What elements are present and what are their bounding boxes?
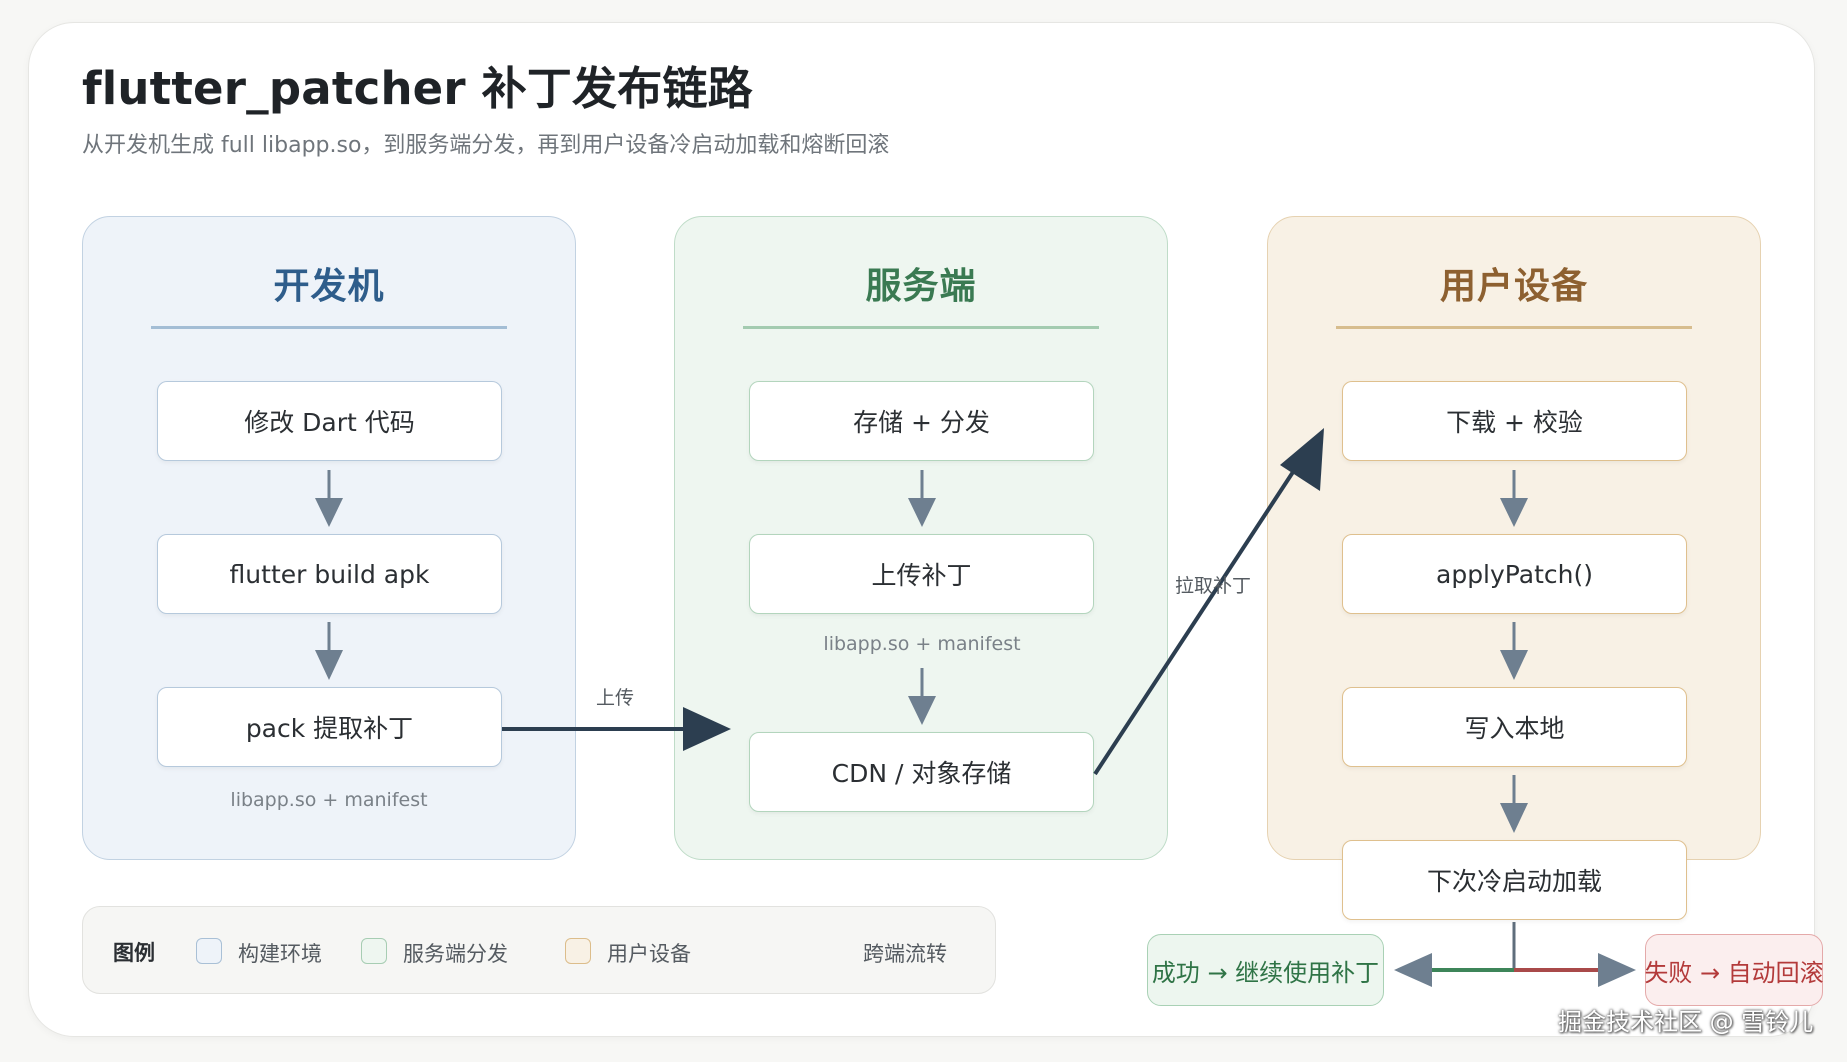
column-divider (151, 326, 507, 329)
legend-swatch-user-device (565, 938, 591, 964)
edge-label-upload: 上传 (596, 687, 635, 709)
node-apply-patch: applyPatch() (1342, 534, 1687, 614)
page-title: flutter_patcher 补丁发布链路 (82, 62, 753, 115)
node-edit-dart-code: 修改 Dart 代码 (157, 381, 502, 461)
node-flutter-build-apk: flutter build apk (157, 534, 502, 614)
node-next-cold-start-load: 下次冷启动加载 (1342, 840, 1687, 920)
column-divider (1336, 326, 1692, 329)
node-download-verify: 下载 + 校验 (1342, 381, 1687, 461)
legend-label-user-device: 用户设备 (607, 942, 691, 966)
edge-label-fetch-patch: 拉取补丁 (1175, 575, 1252, 597)
outcome-failure: 失败 → 自动回滚 (1644, 934, 1824, 1006)
node-store-distribute: 存储 + 分发 (749, 381, 1094, 461)
legend: 图例 构建环境 服务端分发 用户设备 跨端流转 (82, 906, 996, 994)
page-subtitle: 从开发机生成 full libapp.so，到服务端分发，再到用户设备冷启动加载… (82, 133, 890, 158)
node-pack-extract-patch: pack 提取补丁 (157, 687, 502, 767)
outcome-success: 成功 → 继续使用补丁 (1147, 934, 1384, 1006)
legend-label-server: 服务端分发 (403, 942, 508, 966)
column-title-dev: 开发机 (273, 266, 385, 307)
column-title-user: 用户设备 (1439, 266, 1588, 307)
legend-swatch-server (361, 938, 387, 964)
note-dev-artifacts: libapp.so + manifest (230, 789, 428, 811)
watermark: 掘金技术社区 @ 雪铃儿 (1558, 1008, 1814, 1036)
node-write-local: 写入本地 (1342, 687, 1687, 767)
legend-title: 图例 (113, 941, 155, 965)
column-title-server: 服务端 (865, 266, 977, 307)
note-server-artifacts: libapp.so + manifest (823, 633, 1021, 655)
column-divider (743, 326, 1099, 329)
node-cdn-object-storage: CDN / 对象存储 (749, 732, 1094, 812)
node-upload-patch: 上传补丁 (749, 534, 1094, 614)
legend-swatch-build-env (196, 938, 222, 964)
legend-label-build-env: 构建环境 (238, 942, 322, 966)
legend-label-cross-flow: 跨端流转 (863, 942, 947, 966)
